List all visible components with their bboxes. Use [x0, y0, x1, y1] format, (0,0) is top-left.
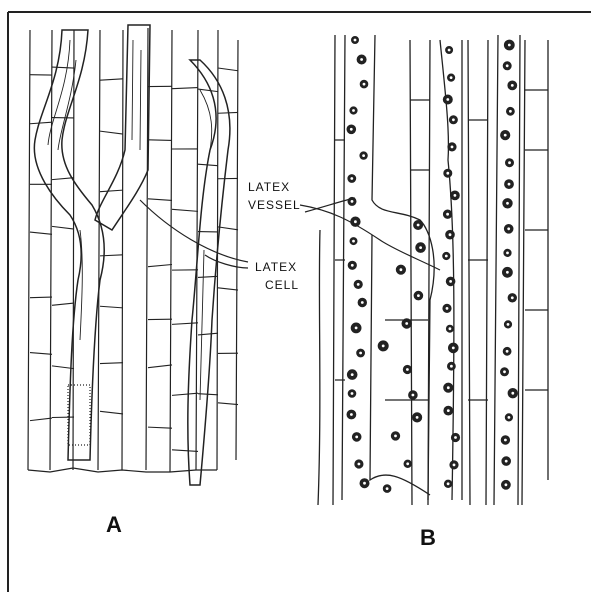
- latex-cell-line1: LATEX: [255, 260, 297, 274]
- latex-cell-line2: CELL: [265, 278, 299, 292]
- panel-b-label: B: [420, 525, 436, 550]
- latex-vessel-line2: VESSEL: [248, 198, 301, 212]
- panel-a-label: A: [106, 512, 122, 537]
- latex-vessel-line1: LATEX: [248, 180, 290, 194]
